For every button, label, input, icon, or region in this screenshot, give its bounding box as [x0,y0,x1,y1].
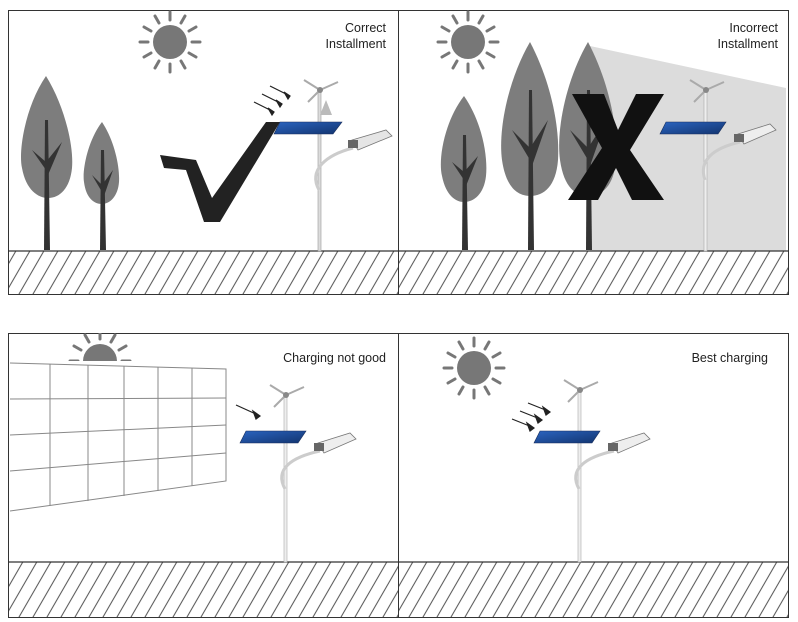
ground-hatch [8,561,399,617]
ground-hatch [8,250,399,294]
building-wall [9,362,227,512]
tree [440,96,487,250]
ground-hatch [398,250,789,294]
sun-icon [442,336,506,400]
panel-caption: Best charging [692,351,768,365]
tree [501,42,559,250]
solar-street-light-icon [273,79,393,252]
solar-street-light-icon [239,384,357,563]
sun-icon [68,333,132,361]
solar-street-light-icon [659,79,777,252]
solar-street-light-icon [533,379,651,563]
panel-best-charging: Best charging [398,333,790,619]
check-mark-icon [160,122,280,222]
sunlight-arrows [511,402,552,432]
cross-mark-icon [568,94,664,200]
tree [21,76,73,250]
panel-caption: Charging not good [283,351,386,365]
sun-icon [138,10,202,74]
sun-icon [436,10,500,74]
sunlight-arrows [253,85,291,117]
tree [83,122,120,250]
sunlight-arrow [235,404,262,420]
panel-charging-not-good: Charging not good [8,333,400,619]
ground-hatch [398,561,789,617]
